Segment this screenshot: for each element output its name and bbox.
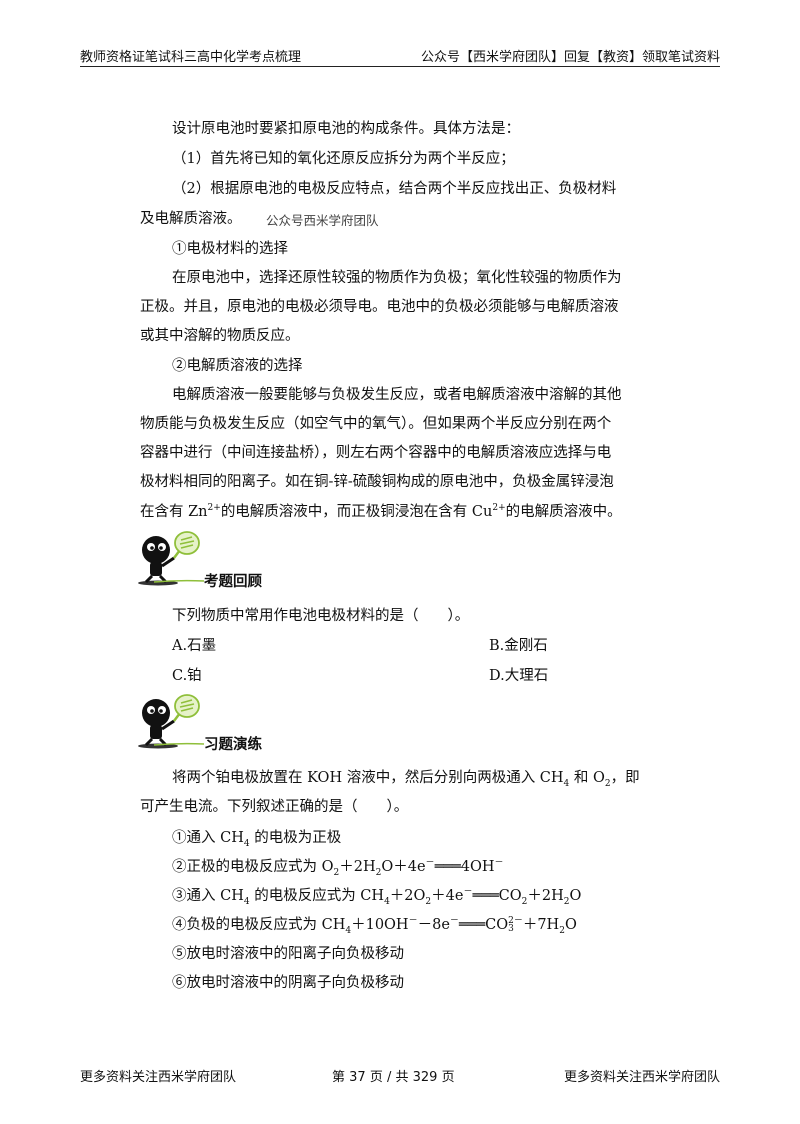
paragraph-line: 容器中进行（中间连接盐桥），则左右两个容器中的电解质溶液应选择与电 xyxy=(140,445,612,461)
header-divider xyxy=(80,66,720,67)
option-c: C.铂 xyxy=(172,668,202,684)
question-text: 可产生电流。下列叙述正确的是（ ）。 xyxy=(140,799,409,815)
option-b: B.金刚石 xyxy=(489,638,548,654)
paragraph-line: 在原电池中，选择还原性较强的物质作为负极；氧化性较强的物质作为 xyxy=(172,270,622,286)
page-number: 第 37 页 / 共 329 页 xyxy=(332,1070,455,1085)
statement-2: ②正极的电极反应式为 O2＋2H2O＋4e－═══4OH－ xyxy=(172,858,504,878)
paragraph-line: 设计原电池时要紧扣原电池的构成条件。具体方法是： xyxy=(172,121,520,137)
statement-3: ③通入 CH4 的电极反应式为 CH4＋2O2＋4e－═══CO2＋2H2O xyxy=(172,887,582,907)
paragraph-line: 正极。并且，原电池的电极必须导电。电池中的负极必须能够与电解质溶液 xyxy=(140,299,619,315)
mascot-icon xyxy=(138,531,205,586)
option-a: A.石墨 xyxy=(172,638,217,654)
paragraph-line: 在含有 Zn2+的电解质溶液中，而正极铜浸泡在含有 Cu2+的电解质溶液中。 xyxy=(140,503,622,520)
subheading: ①电极材料的选择 xyxy=(172,241,288,257)
statement-1: ①通入 CH4 的电极为正极 xyxy=(172,830,342,849)
mascot-icon xyxy=(138,694,205,749)
statement-5: ⑤放电时溶液中的阳离子向负极移动 xyxy=(172,946,404,962)
paragraph-line: 及电解质溶液。 xyxy=(140,211,242,227)
watermark-text: 公众号西米学府团队 xyxy=(266,213,379,228)
paragraph-line: 物质能与负极发生反应（如空气中的氧气）。但如果两个半反应分别在两个 xyxy=(140,416,612,432)
question-text: 将两个铂电极放置在 KOH 溶液中，然后分别向两极通入 CH4 和 O2，即 xyxy=(172,770,640,789)
paragraph-line: （1）首先将已知的氧化还原反应拆分为两个半反应； xyxy=(172,151,515,167)
page-header: 教师资格证笔试科三高中化学考点梳理 公众号【西米学府团队】回复【教资】领取笔试资… xyxy=(80,46,720,66)
paragraph-line: 极材料相同的阳离子。如在铜-锌-硫酸铜构成的原电池中，负极金属锌浸泡 xyxy=(140,474,614,490)
footer-left-text: 更多资料关注西米学府团队 xyxy=(80,1070,237,1085)
paragraph-line: 电解质溶液一般要能够与负极发生反应，或者电解质溶液中溶解的其他 xyxy=(172,387,622,403)
section-title: 考题回顾 xyxy=(204,574,262,590)
question-text: 下列物质中常用作电池电极材料的是（ ）。 xyxy=(172,608,470,624)
header-right-text: 公众号【西米学府团队】回复【教资】领取笔试资料 xyxy=(420,50,720,65)
option-d: D.大理石 xyxy=(489,668,549,684)
header-left-text: 教师资格证笔试科三高中化学考点梳理 xyxy=(80,50,302,65)
statement-6: ⑥放电时溶液中的阴离子向负极移动 xyxy=(172,975,404,991)
section-title: 习题演练 xyxy=(204,737,262,753)
paragraph-line: （2）根据原电池的电极反应特点，结合两个半反应找出正、负极材料 xyxy=(172,181,617,197)
footer-right-text: 更多资料关注西米学府团队 xyxy=(563,1070,720,1085)
paragraph-line: 或其中溶解的物质反应。 xyxy=(140,328,300,344)
subheading: ②电解质溶液的选择 xyxy=(172,358,303,374)
